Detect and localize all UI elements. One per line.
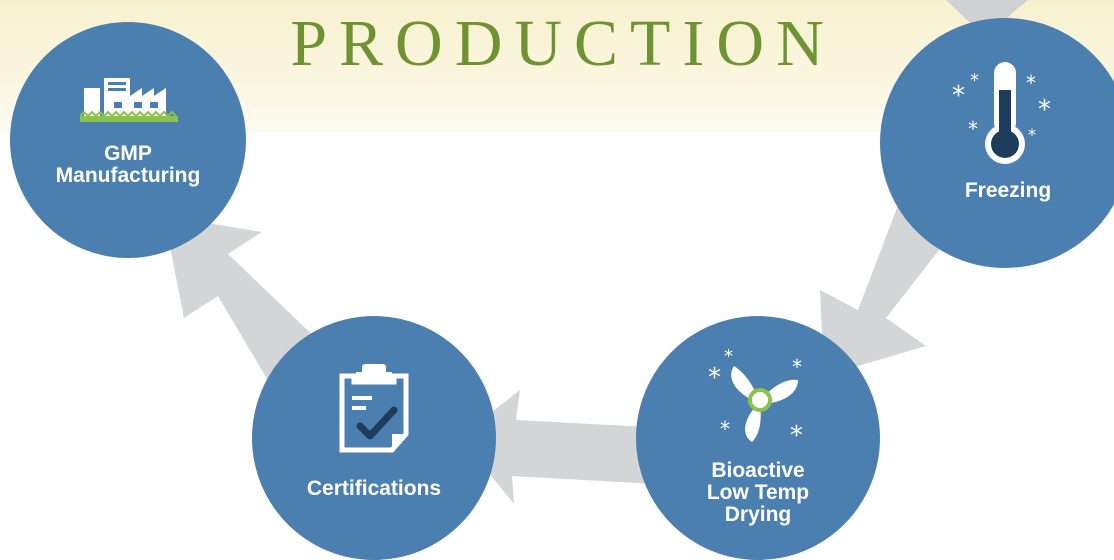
step-label-gmp-manufacturing: GMP Manufacturing [55, 142, 201, 187]
svg-text:*: * [970, 70, 979, 91]
step-label-bioactive-low-temp-drying: Bioactive Low Temp Drying [706, 459, 810, 526]
factory-icon [80, 78, 178, 122]
arrow-drying-to-certifications [460, 390, 668, 504]
svg-text:*: * [708, 363, 721, 393]
svg-text:*: * [720, 417, 730, 441]
svg-text:*: * [952, 81, 965, 111]
arrow-freezing-to-drying [820, 200, 950, 376]
thermometer-icon: * * * * * * [952, 62, 1051, 164]
fan-icon: * * * * * [708, 346, 803, 451]
step-label-certifications: Certifications [306, 477, 442, 500]
arrow-certifications-to-gmp [164, 216, 324, 384]
svg-text:*: * [724, 346, 733, 367]
svg-text:*: * [968, 117, 978, 141]
svg-text:*: * [1028, 125, 1036, 144]
svg-text:*: * [792, 355, 802, 379]
step-certifications [252, 316, 496, 560]
clipboard-check-icon [339, 364, 409, 453]
svg-text:*: * [1038, 95, 1051, 125]
step-label-freezing: Freezing [964, 179, 1052, 202]
step-gmp-manufacturing [10, 22, 246, 258]
svg-text:*: * [1026, 71, 1036, 95]
page-title: PRODUCTION [290, 7, 836, 80]
svg-text:*: * [790, 421, 803, 451]
step-bioactive-low-temp-drying [636, 316, 880, 560]
